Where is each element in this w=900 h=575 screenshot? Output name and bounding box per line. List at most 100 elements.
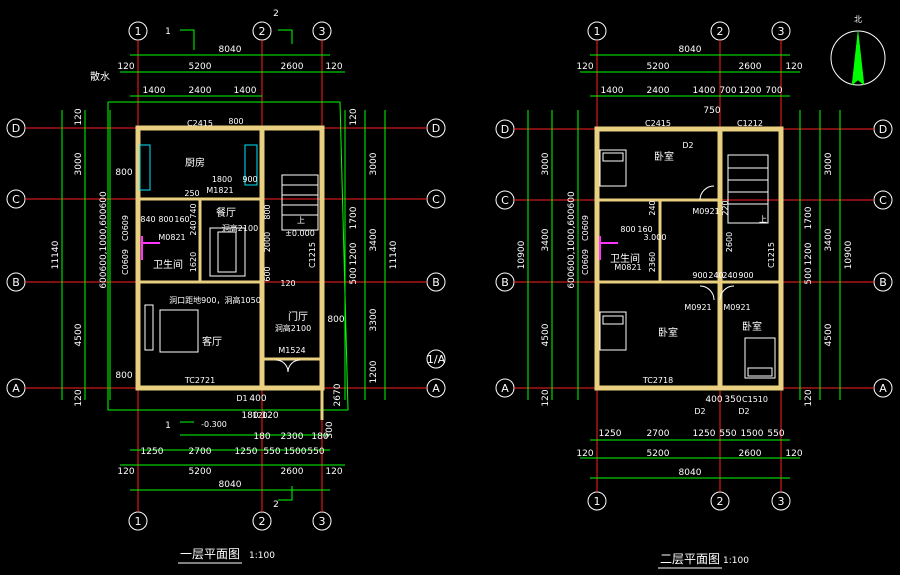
dim-total-bottom-2: 8040: [679, 468, 702, 478]
dim-b-s1: 1250: [141, 447, 164, 457]
dim-p1: 180: [253, 432, 270, 442]
axis-label: B: [501, 276, 509, 289]
plan-title: 二层平面图: [660, 552, 720, 566]
n160: 160: [174, 215, 189, 224]
win-c0609a-2: C0609: [581, 215, 590, 241]
dim-right-d6-2: 500: [804, 267, 814, 284]
win-c1212: C1212: [737, 119, 763, 128]
dim-left-e1: 120: [74, 108, 84, 125]
axis-label: B: [879, 276, 887, 289]
dim-left-e1b: 120: [74, 389, 84, 406]
axis-markers-bottom-1: 1 2 3: [128, 511, 332, 531]
door-m0921b: M0921: [684, 303, 711, 312]
label-d2b: D2: [694, 407, 705, 416]
fixtures-2: [599, 149, 776, 379]
dim-total-bottom: 8040: [219, 480, 242, 490]
room-bed2: 卧室: [658, 326, 678, 339]
dim-total-top: 8040: [219, 45, 242, 55]
plan-scale: 1:100: [249, 551, 275, 561]
dim-p1-2: 400: [705, 395, 722, 405]
section-marks-1: 1 2 1 2: [165, 9, 279, 510]
elev-3000: 3.000: [644, 233, 667, 242]
dim-b-s2-2: 2700: [647, 429, 670, 439]
dim-b-s3: 1250: [235, 447, 258, 457]
n240b: 240: [722, 271, 737, 280]
dim-left-d2-2: 3400: [541, 228, 551, 251]
dim-s7-2: 750: [703, 106, 720, 116]
n1800: 1800: [212, 175, 232, 184]
dim-left-stack: 600600,1000,600600: [99, 191, 109, 289]
axis-label: 3: [778, 495, 785, 508]
dim-p2: 2300: [281, 432, 304, 442]
dim-right-d3-2: 4500: [824, 323, 834, 346]
room-living: 客厅: [202, 335, 222, 348]
dim-left-d2: 4500: [74, 323, 84, 346]
axis-label: 3: [319, 515, 326, 528]
dim-b-s5: 1500: [284, 447, 307, 457]
axis-label: C: [501, 194, 509, 207]
n600: 600: [263, 266, 272, 281]
axis-label: A: [879, 382, 887, 395]
opening-note2: 洞高2100: [222, 223, 258, 233]
room-labels-1: 厨房 餐厅 卫生间 客厅 门厅 散水: [90, 70, 308, 348]
axis-markers-left-1: D C B A: [6, 118, 26, 398]
n900: 900: [242, 175, 257, 184]
win-c2415: C2415: [187, 119, 213, 128]
walls-1: [135, 125, 325, 420]
dim-left-d1: 3000: [74, 152, 84, 175]
annotation-texts-2: C2415 C1212 C0609 C0609 M0921 M0921 M092…: [581, 119, 776, 416]
dim-s1-2: 1400: [601, 86, 624, 96]
dim-p6: 2670: [333, 383, 343, 406]
dim-b-s6: 550: [307, 447, 324, 457]
elev-0: ±0.000: [285, 229, 315, 238]
dim-right-d7-2: 120: [804, 389, 814, 406]
axis-label: C: [12, 193, 20, 206]
dim-left-d3-2: 4500: [541, 323, 551, 346]
stair-up-2: 上: [759, 215, 767, 224]
dim-s3-2: 1400: [693, 86, 716, 96]
dim-right-d4-2: 1700: [804, 206, 814, 229]
dimension-texts-1: 8040 5200 2600 120 120 1400 2400 1400 80…: [51, 45, 399, 490]
dim-p4: 120: [261, 411, 278, 421]
dim-ov1-top: 5200: [189, 62, 212, 72]
label-d1: D1: [236, 394, 247, 403]
win-c2415-2: C2415: [645, 119, 671, 128]
n840: 840: [140, 215, 155, 224]
label-sanshui: 散水: [90, 70, 110, 83]
win-c1215-2: C1215: [767, 242, 776, 268]
dim-right-800: 800: [327, 315, 344, 325]
plan-title-1: 一层平面图 1:100: [178, 547, 275, 564]
room-bed3: 卧室: [742, 320, 762, 333]
dim-right-d6: 500: [349, 267, 359, 284]
axis-markers-bottom-2: 1 2 3: [587, 491, 791, 511]
axis-label: 3: [778, 25, 785, 38]
dim-right-total-2: 10900: [844, 240, 854, 269]
room-kitchen: 厨房: [185, 156, 205, 169]
label-d2a: D2: [682, 141, 693, 150]
dim-right-d2: 3400: [369, 228, 379, 251]
axis-markers-top-2: 1 2 3: [587, 21, 791, 41]
dim-right-d7: 1200: [349, 242, 359, 265]
room-bath-2: 卫生间: [610, 252, 640, 265]
stair-up-1: 上: [297, 216, 305, 225]
door-m0921a: M0921: [692, 207, 719, 216]
dim-s4-2: 700: [719, 86, 736, 96]
dim-left-e3: 800: [115, 371, 132, 381]
n900a: 900: [692, 271, 707, 280]
section-mark: 2: [273, 9, 279, 19]
dim-s6-2: 700: [765, 86, 782, 96]
axis-label: 1: [594, 495, 601, 508]
n220: 220: [721, 200, 730, 215]
axis-label: D: [879, 123, 887, 136]
dim-right-d1-2: 3000: [824, 152, 834, 175]
axis-markers-right-2: D C B A: [873, 119, 893, 398]
dim-p3: 180: [311, 432, 328, 442]
axis-label: A: [12, 382, 20, 395]
dim-b-s4-2: 550: [719, 429, 736, 439]
dim-ov2-bottom-2: 2600: [739, 449, 762, 459]
dim-right-d4: 1200: [369, 360, 379, 383]
section-mark: 1: [165, 27, 171, 37]
dim-right-d5-2: 1200: [804, 242, 814, 265]
room-dining: 餐厅: [216, 206, 236, 219]
